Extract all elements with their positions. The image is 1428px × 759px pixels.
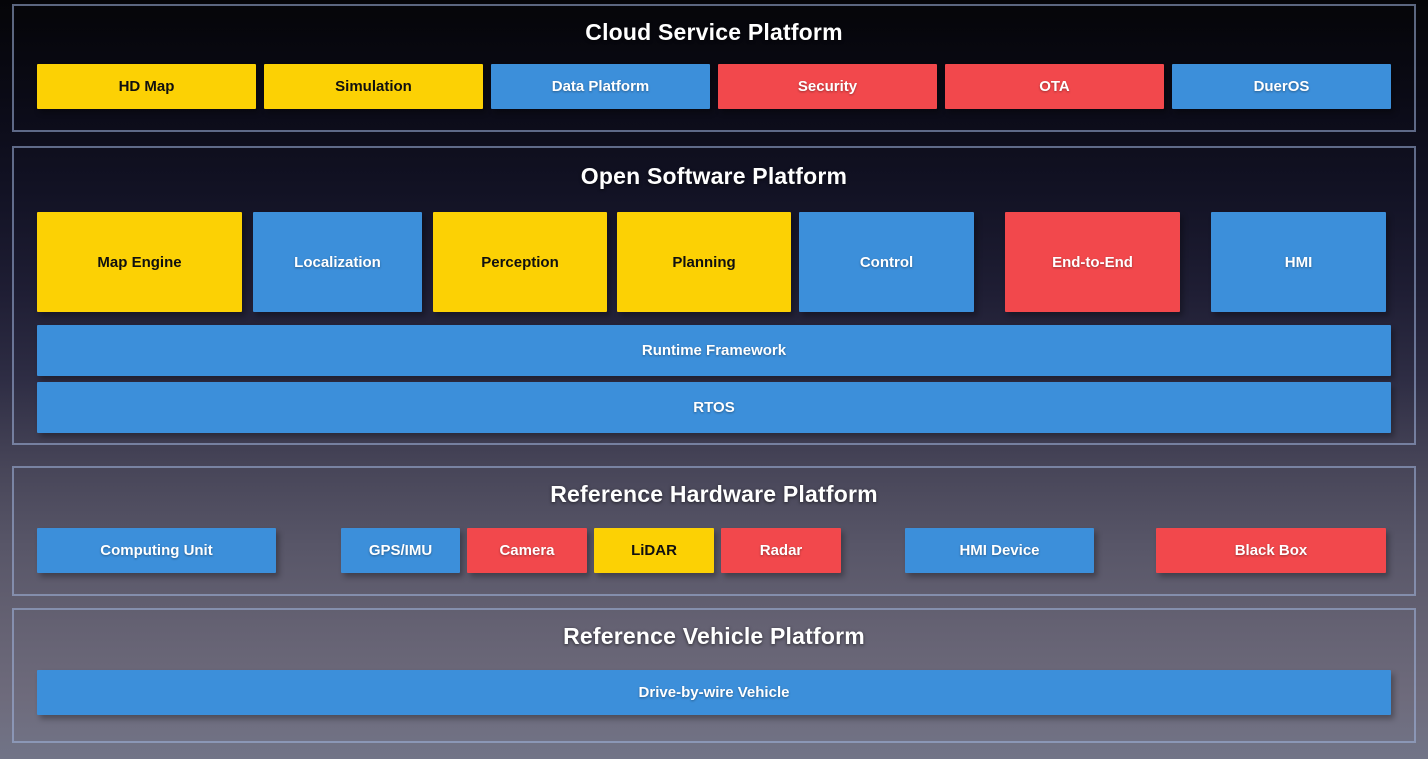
section-reference-hardware-platform: Reference Hardware Platform Computing Un…: [12, 466, 1416, 596]
box-hmi: HMI: [1211, 212, 1386, 312]
box-camera: Camera: [467, 528, 587, 573]
box-security: Security: [718, 64, 937, 109]
apollo-architecture-diagram: Cloud Service Platform HD Map Simulation…: [0, 4, 1428, 743]
box-data-platform: Data Platform: [491, 64, 710, 109]
bar-rtos: RTOS: [37, 382, 1391, 433]
box-radar: Radar: [721, 528, 841, 573]
bar-drive-by-wire-vehicle: Drive-by-wire Vehicle: [37, 670, 1391, 715]
box-computing-unit: Computing Unit: [37, 528, 276, 573]
box-hmi-device: HMI Device: [905, 528, 1094, 573]
box-lidar: LiDAR: [594, 528, 714, 573]
reference-vehicle-platform-title: Reference Vehicle Platform: [563, 623, 865, 649]
box-gps-imu: GPS/IMU: [341, 528, 460, 573]
reference-hardware-platform-title: Reference Hardware Platform: [550, 481, 878, 507]
box-end-to-end: End-to-End: [1005, 212, 1180, 312]
box-hd-map: HD Map: [37, 64, 256, 109]
box-black-box: Black Box: [1156, 528, 1386, 573]
open-software-platform-title: Open Software Platform: [580, 163, 848, 189]
hardware-row: Computing Unit GPS/IMU Camera LiDAR Rada…: [37, 528, 1391, 573]
bar-runtime-framework: Runtime Framework: [37, 325, 1391, 376]
box-ota: OTA: [945, 64, 1164, 109]
software-modules-row: Map Engine Localization Perception Plann…: [37, 212, 1391, 312]
box-map-engine: Map Engine: [37, 212, 242, 312]
section-cloud-service-platform: Cloud Service Platform HD Map Simulation…: [12, 4, 1416, 132]
box-dueros: DuerOS: [1172, 64, 1391, 109]
box-localization: Localization: [253, 212, 422, 312]
box-planning: Planning: [617, 212, 791, 312]
box-control: Control: [799, 212, 974, 312]
box-simulation: Simulation: [264, 64, 483, 109]
section-reference-vehicle-platform: Reference Vehicle Platform Drive-by-wire…: [12, 608, 1416, 743]
cloud-service-platform-title: Cloud Service Platform: [585, 19, 843, 45]
cloud-service-row: HD Map Simulation Data Platform Security…: [37, 64, 1391, 109]
section-open-software-platform: Open Software Platform Map Engine Locali…: [12, 146, 1416, 445]
box-perception: Perception: [433, 212, 607, 312]
